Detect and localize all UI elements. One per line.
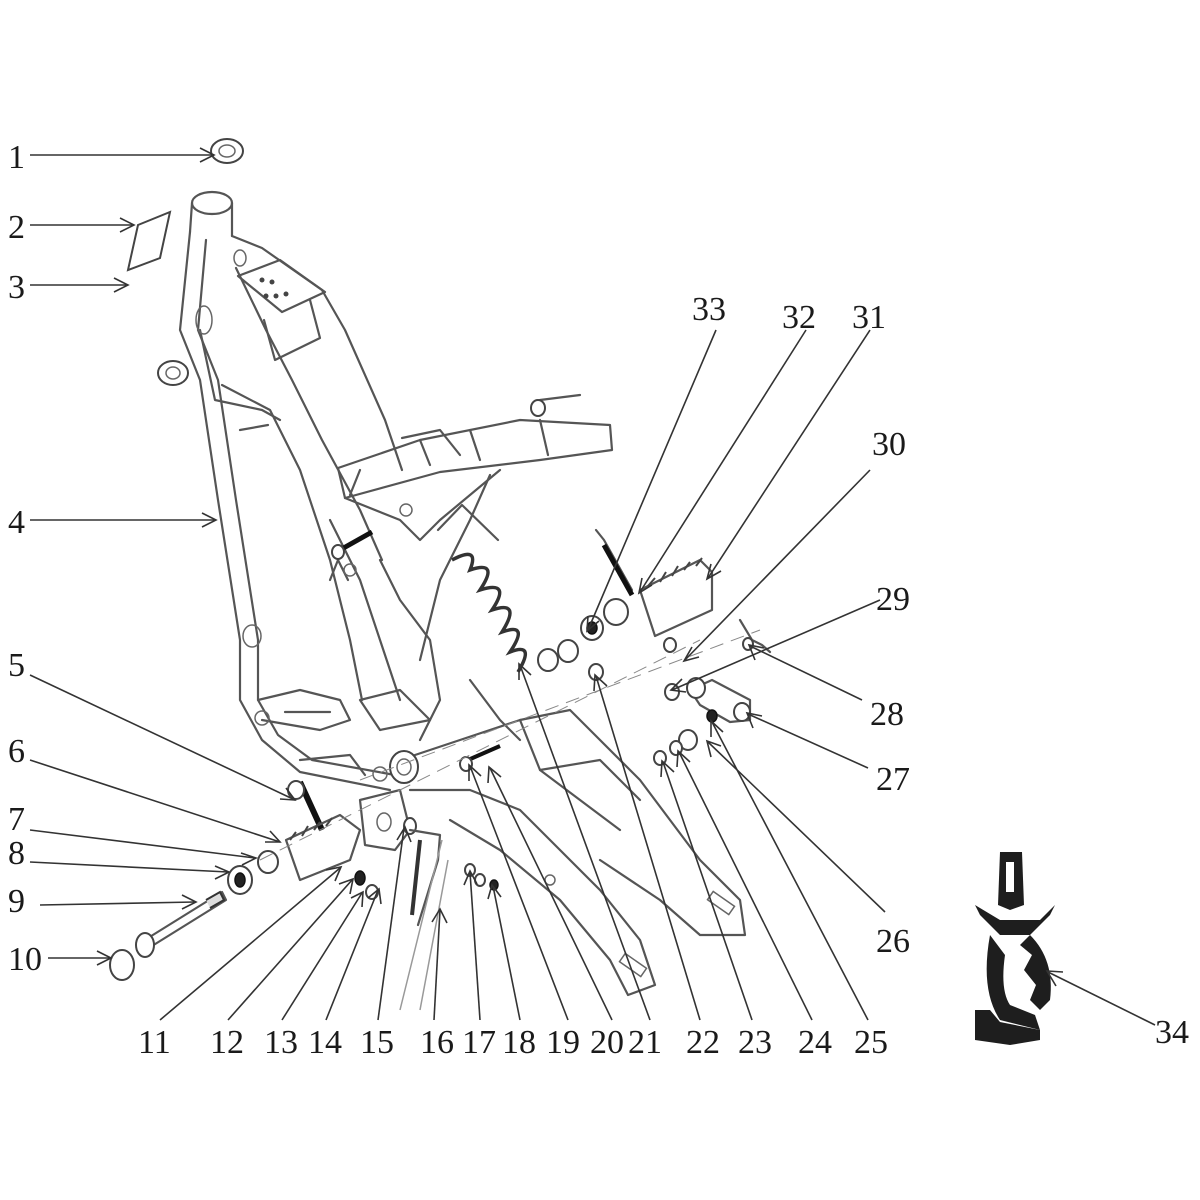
callout-11: 11 [138, 1024, 171, 1061]
callout-25: 25 [854, 1024, 888, 1061]
callout-7: 7 [8, 801, 25, 838]
callout-2: 2 [8, 209, 25, 246]
rear-shock [436, 503, 528, 742]
callout-4: 4 [8, 504, 25, 541]
callout-9: 9 [8, 883, 25, 920]
callout-13: 13 [264, 1024, 298, 1061]
callout-18: 18 [502, 1024, 536, 1061]
callout-26: 26 [876, 923, 910, 960]
bearing-bottom [157, 360, 189, 386]
callout-33: 33 [692, 291, 726, 328]
callout-27: 27 [876, 761, 910, 798]
callout-10: 10 [8, 941, 42, 978]
callout-17: 17 [462, 1024, 496, 1061]
callout-28: 28 [870, 696, 904, 733]
callout-20: 20 [590, 1024, 624, 1061]
callout-19: 19 [546, 1024, 580, 1061]
clip-34-part [975, 852, 1055, 1045]
callout-15: 15 [360, 1024, 394, 1061]
callout-30: 30 [872, 426, 906, 463]
callout-14: 14 [308, 1024, 342, 1061]
callout-6: 6 [8, 733, 25, 770]
callout-21: 21 [628, 1024, 662, 1061]
callout-24: 24 [798, 1024, 832, 1061]
motorcycle-frame [109, 138, 772, 1011]
callout-34: 34 [1155, 1014, 1189, 1051]
callout-22: 22 [686, 1024, 720, 1061]
callout-5: 5 [8, 647, 25, 684]
callout-3: 3 [8, 269, 25, 306]
callout-31: 31 [852, 299, 886, 336]
callout-labels: 1 2 3 4 5 6 7 8 9 10 11 12 13 14 15 16 1… [8, 139, 1189, 1061]
callout-8: 8 [8, 835, 25, 872]
callout-1: 1 [8, 139, 25, 176]
leader-lines [29, 147, 1156, 1026]
callout-16: 16 [420, 1024, 454, 1061]
callout-29: 29 [876, 581, 910, 618]
callout-12: 12 [210, 1024, 244, 1061]
callout-23: 23 [738, 1024, 772, 1061]
bearing-top [210, 138, 244, 164]
callout-32: 32 [782, 299, 816, 336]
